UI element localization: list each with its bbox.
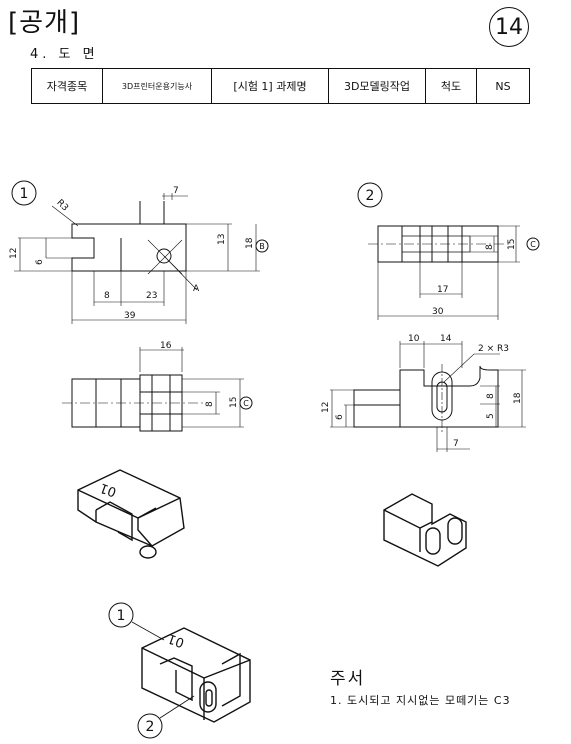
dim-8-p2: 8: [485, 244, 495, 250]
dim-16: 16: [160, 341, 172, 351]
part2-front-view: 10 14 2 × R3 12 6 8 5 18 7: [321, 334, 526, 452]
dim-8-p2f: 8: [486, 393, 496, 399]
dim-2xr3: 2 × R3: [478, 344, 509, 354]
assembly-engraving: 01: [166, 630, 187, 650]
info-cell-task-label: [시험 1] 과제명: [211, 68, 329, 104]
document-title: [공개]: [8, 8, 81, 38]
part2-isometric: [383, 493, 467, 567]
iso1-engraving: 01: [98, 480, 119, 500]
part1-label-circle: [11, 180, 37, 206]
dim-8-top: 8: [205, 401, 215, 407]
dim-12: 12: [9, 248, 19, 259]
dim-6: 6: [35, 259, 45, 265]
dim-r3: R3: [54, 198, 70, 214]
dim-15-top: 15: [229, 397, 239, 408]
dim-13: 13: [217, 234, 227, 245]
info-cell-task-value: 3D모델링작업: [328, 68, 426, 104]
dim-30: 30: [432, 307, 444, 317]
part1-isometric: 01: [77, 469, 185, 559]
dim-23: 23: [146, 291, 157, 301]
part1-outline: [71, 223, 187, 272]
assembly-isometric: 01 1 2: [108, 602, 251, 739]
part1-hole: [156, 248, 172, 264]
dim-12-p2: 12: [321, 402, 331, 413]
part2-label: 2: [366, 188, 375, 204]
part1-front-view: 1 R3 7 13 18 B 12 6 8 23 39 A: [9, 180, 269, 324]
info-cell-field-label: 자격종목: [31, 68, 103, 104]
dim-8: 8: [104, 291, 110, 301]
dim-17: 17: [437, 285, 448, 295]
info-cell-scale-value: NS: [476, 68, 530, 104]
info-table: 자격종목 3D프린터운용기능사 [시험 1] 과제명 3D모델링작업 척도 NS: [31, 68, 530, 104]
dim-15-p2: 15: [507, 239, 517, 250]
assembly-label-1: 1: [117, 608, 126, 624]
assembly-label-2: 2: [146, 719, 155, 735]
sheet-number-badge: 14: [489, 7, 529, 47]
dim-39: 39: [124, 311, 136, 321]
datum-c-2: C: [530, 240, 536, 249]
dim-10: 10: [408, 334, 420, 344]
dim-5: 5: [486, 413, 496, 419]
dim-18: 18: [245, 237, 255, 249]
part1-top-view: 16 8 15 C: [62, 341, 253, 432]
datum-b: B: [259, 242, 265, 251]
dim-7-p2: 7: [453, 439, 459, 449]
dim-18-p2: 18: [513, 392, 523, 404]
notes-title: 주서: [330, 669, 366, 689]
part1-label: 1: [20, 186, 29, 202]
datum-c-1: C: [243, 399, 249, 408]
info-cell-scale-label: 척도: [425, 68, 477, 104]
info-cell-field-value: 3D프린터운용기능사: [102, 68, 212, 104]
dim-14: 14: [440, 334, 452, 344]
section-a-label: A: [193, 284, 200, 294]
notes-line-1: 1. 도시되고 지시없는 모떼기는 C3: [330, 694, 511, 707]
dim-7: 7: [173, 186, 179, 196]
dim-6-p2: 6: [335, 414, 345, 420]
section-heading: 4. 도 면: [30, 47, 99, 62]
part2-top-view: 2 8 15 C 17 30: [357, 182, 540, 320]
